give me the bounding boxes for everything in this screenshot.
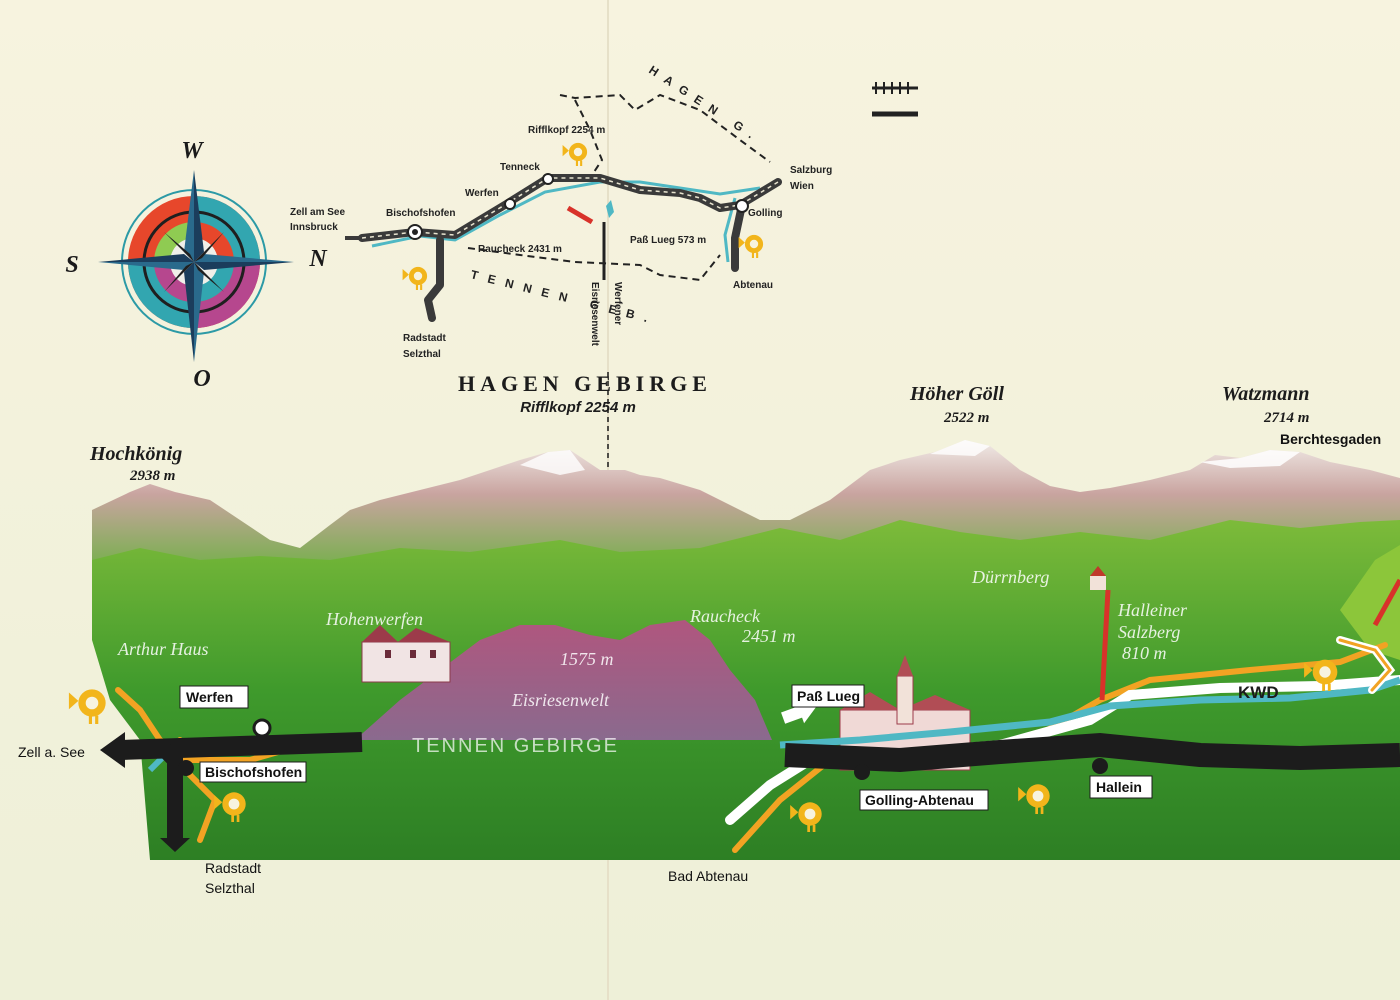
- label-kwd: KWD: [1238, 683, 1279, 702]
- label-raucheck: Raucheck: [689, 606, 761, 626]
- compass-rose: [98, 170, 294, 362]
- inset-label-werfen: Werfen: [465, 188, 499, 199]
- station-golling: Golling-Abtenau: [859, 789, 989, 811]
- mountain-ridge-background: [92, 440, 1400, 560]
- label-arthur-haus: Arthur Haus: [117, 639, 209, 659]
- border-dashed-south: [467, 247, 721, 282]
- station-label-werfen: Werfen: [186, 689, 233, 705]
- cave-icon: [606, 200, 614, 218]
- railway-west: [119, 732, 363, 760]
- label-radstadt: Radstadt: [205, 860, 261, 876]
- label-bad-abtenau: Bad Abtenau: [668, 868, 748, 884]
- inset-label-rifflkopf: Rifflkopf 2254 m: [528, 125, 605, 136]
- salzberg-cable-red: [1099, 589, 1111, 701]
- inset-railway-ticks: [361, 177, 779, 239]
- inset-label-zell-am-see: Zell am See: [290, 207, 345, 218]
- compass-label-right: N: [308, 246, 328, 272]
- station-label-golling: Golling-Abtenau: [865, 792, 974, 808]
- station-hallein: Hallein: [1089, 775, 1153, 799]
- duerrnberg-church: [1090, 566, 1106, 590]
- peak-name-hoeher-goell: Höher Göll: [909, 383, 1004, 405]
- peak-height-hochkoenig: 2938 m: [129, 468, 175, 484]
- inset-label-golling: Golling: [748, 208, 782, 219]
- label-berchtesgaden: Berchtesgaden: [1280, 431, 1381, 447]
- peak-name-watzmann: Watzmann: [1222, 383, 1309, 405]
- label-selzthal: Selzthal: [205, 880, 255, 896]
- peak-height-hoeher-goell: 2522 m: [943, 410, 989, 426]
- inset-label-innsbruck: Innsbruck: [290, 222, 338, 233]
- label-eis-height: 1575 m: [560, 649, 614, 669]
- inset-label-selzthal: Selzthal: [403, 349, 441, 360]
- river-salzach-east: [779, 676, 1400, 749]
- inset-railway-south: [424, 236, 444, 322]
- station-werfen: Werfen: [179, 685, 249, 709]
- inset-label-pass-lueg: Paß Lueg 573 m: [630, 235, 706, 246]
- compass-label-left: S: [65, 252, 78, 278]
- panorama: [68, 440, 1400, 860]
- compass-label-top: W: [181, 138, 204, 164]
- label-raucheck-height: 2451 m: [742, 626, 796, 646]
- station-dot-tenneck: [542, 173, 554, 185]
- inset-label-bischofshofen: Bischofshofen: [386, 208, 455, 219]
- arrow-west-icon: [100, 732, 125, 768]
- railway-east: [784, 732, 1400, 773]
- inset-label-salzburg: Salzburg: [790, 165, 832, 176]
- station-bischofshofen: Bischofshofen: [199, 761, 307, 783]
- label-salzberg-3: 810 m: [1122, 643, 1167, 663]
- arrow-south-icon: [160, 838, 190, 852]
- inset-legend: [872, 82, 918, 117]
- border-dashed-rifflkopf: [574, 99, 604, 179]
- station-label-hallein: Hallein: [1096, 779, 1142, 795]
- peak-name-hochkoenig: Hochkönig: [89, 443, 182, 465]
- tennengebirge-massif: [355, 620, 772, 740]
- cable-car-icon: [566, 205, 594, 225]
- label-tennengebirge: TENNEN GEBIRGE: [412, 735, 619, 757]
- inset-label-abtenau: Abtenau: [733, 280, 773, 291]
- border-dashed-north: [559, 93, 771, 163]
- label-salzberg-1: Halleiner: [1117, 600, 1188, 620]
- range-peak-label: Rifflkopf 2254 m: [520, 399, 636, 416]
- inset-label-eisriesenwelt: Eisriesenwelt: [589, 282, 600, 347]
- inset-route-map: [345, 93, 782, 322]
- label-eisriesenwelt: Eisriesenwelt: [511, 690, 610, 710]
- inset-label-wien: Wien: [790, 181, 814, 192]
- peak-height-watzmann: 2714 m: [1263, 410, 1309, 426]
- label-hohenwerfen: Hohenwerfen: [325, 609, 423, 629]
- station-dot-golling: [735, 199, 749, 213]
- railway-south: [159, 744, 183, 840]
- station-label-pass-lueg: Paß Lueg: [797, 688, 860, 704]
- range-title: HAGEN GEBIRGE: [458, 371, 712, 396]
- label-zell-a-see: Zell a. See: [18, 744, 85, 760]
- station-marker-werfen: [252, 718, 272, 738]
- label-duerrnberg: Dürrnberg: [971, 567, 1049, 587]
- station-label-bischofshofen: Bischofshofen: [205, 764, 302, 780]
- hohenwerfen-castle: [361, 625, 451, 683]
- station-pass-lueg: Paß Lueg: [791, 684, 865, 708]
- inset-label-tenneck: Tenneck: [500, 162, 540, 173]
- compass-label-bottom: O: [193, 366, 210, 392]
- station-dot-werfen: [504, 198, 516, 210]
- inset-river-south: [723, 197, 737, 263]
- inset-label-werfener: Werfener: [612, 282, 623, 325]
- inset-label-radstadt: Radstadt: [403, 333, 446, 344]
- label-salzberg-2: Salzberg: [1118, 622, 1180, 642]
- inset-label-raucheck: Raucheck 2431 m: [478, 244, 562, 255]
- inset-railway-abtenau: [731, 201, 746, 272]
- cable-red-east: [1372, 578, 1400, 627]
